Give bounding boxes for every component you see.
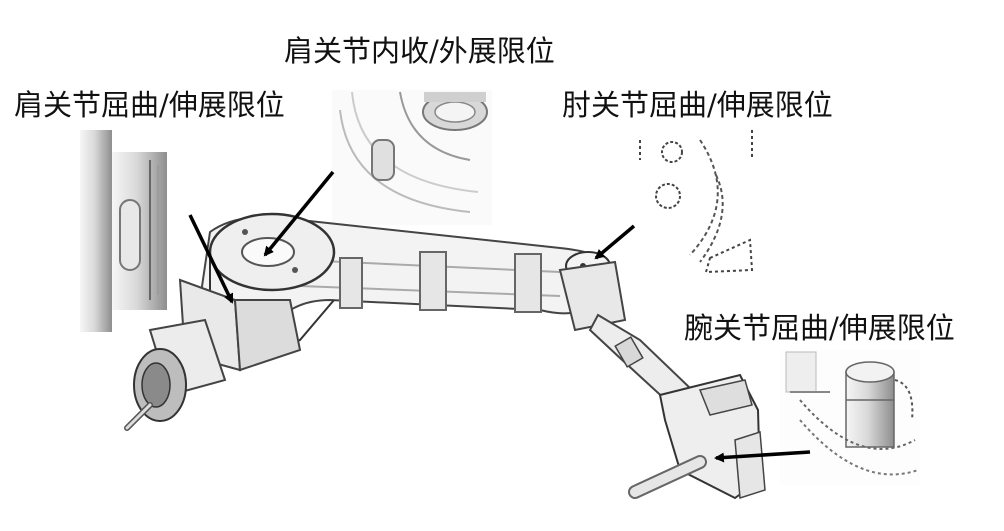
inset-elbow-flexion bbox=[639, 130, 754, 274]
arrows bbox=[188, 170, 811, 463]
arrow-wrist-flexion bbox=[714, 450, 811, 463]
inset-shoulder-flexion bbox=[80, 130, 167, 332]
elbow-joint bbox=[558, 251, 692, 404]
arrow-shoulder-abduction bbox=[263, 170, 335, 257]
arrow-elbow-flexion bbox=[594, 224, 636, 260]
label-wrist-flexion: 腕关节屈曲/伸展限位 bbox=[684, 311, 955, 345]
label-shoulder-flexion: 肩关节屈曲/伸展限位 bbox=[14, 88, 285, 122]
arrow-shoulder-flexion bbox=[188, 214, 234, 304]
label-shoulder-abduction: 肩关节内收/外展限位 bbox=[284, 34, 555, 68]
inset-shoulder-abduction bbox=[332, 90, 492, 225]
wrist-hand bbox=[628, 373, 766, 500]
inset-wrist-flexion bbox=[780, 350, 920, 485]
label-elbow-flexion: 肘关节屈曲/伸展限位 bbox=[562, 88, 833, 122]
